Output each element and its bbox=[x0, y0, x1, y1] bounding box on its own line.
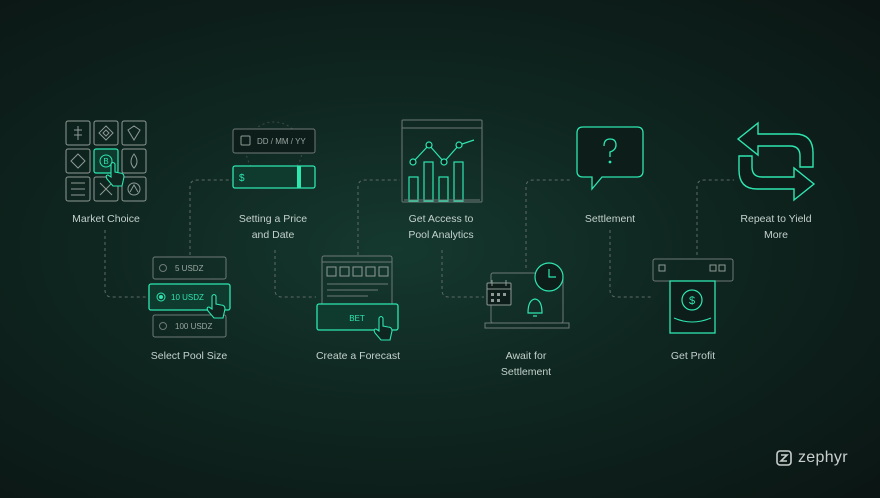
label-get-profit: Get Profit bbox=[670, 350, 716, 362]
connector-3 bbox=[274, 250, 316, 298]
pool-option-5[interactable]: 5 USDZ bbox=[175, 264, 204, 273]
zephyr-logo-icon bbox=[776, 450, 792, 466]
market-grid-icon bbox=[65, 120, 147, 202]
pool-size-selector: 5 USDZ 10 USDZ 100 USDZ bbox=[148, 256, 231, 338]
connector-4 bbox=[357, 179, 400, 255]
connector-6 bbox=[525, 179, 570, 268]
brand-name: zephyr bbox=[798, 449, 848, 466]
question-bubble-icon bbox=[576, 126, 644, 191]
pool-option-100[interactable]: 100 USDZ bbox=[175, 322, 212, 331]
label-create-forecast: Create a Forecast bbox=[315, 350, 401, 362]
label-market-choice: Market Choice bbox=[72, 213, 140, 225]
svg-text:$: $ bbox=[689, 295, 695, 307]
atm-cash-icon: $ bbox=[652, 258, 734, 334]
forecast-panel: BET bbox=[316, 255, 399, 341]
price-input[interactable]: $ bbox=[239, 173, 245, 184]
analytics-chart-icon bbox=[401, 119, 483, 203]
brand-logo: zephyr bbox=[776, 449, 848, 467]
bell-icon bbox=[527, 298, 543, 317]
label-pool-analytics: Get Access to Pool Analytics bbox=[408, 213, 474, 241]
await-laptop-icon bbox=[484, 262, 570, 329]
connectors bbox=[104, 179, 734, 298]
label-settlement: Settlement bbox=[584, 213, 636, 225]
cursor-hand-icon bbox=[105, 161, 125, 187]
label-select-pool-size: Select Pool Size bbox=[150, 350, 228, 362]
connector-8 bbox=[696, 179, 734, 255]
pool-option-10[interactable]: 10 USDZ bbox=[171, 293, 204, 302]
repeat-arrows-icon bbox=[736, 121, 816, 202]
label-repeat: Repeat to Yield More bbox=[740, 213, 812, 241]
cursor-hand-icon bbox=[206, 293, 226, 319]
connector-5 bbox=[441, 250, 484, 298]
connector-7 bbox=[609, 230, 651, 298]
bet-button[interactable]: BET bbox=[349, 314, 365, 323]
price-date-form: DD / MM / YY $ bbox=[232, 121, 316, 189]
cursor-hand-icon bbox=[373, 315, 393, 341]
connector-1 bbox=[104, 230, 146, 298]
label-price-and-date: Setting a Price and Date bbox=[238, 213, 308, 241]
date-input[interactable]: DD / MM / YY bbox=[257, 137, 306, 146]
calendar-icon bbox=[240, 135, 251, 146]
connector-2 bbox=[189, 179, 232, 255]
label-await-settlement: Await for Settlement bbox=[500, 350, 552, 378]
svg-text:B: B bbox=[103, 157, 108, 166]
